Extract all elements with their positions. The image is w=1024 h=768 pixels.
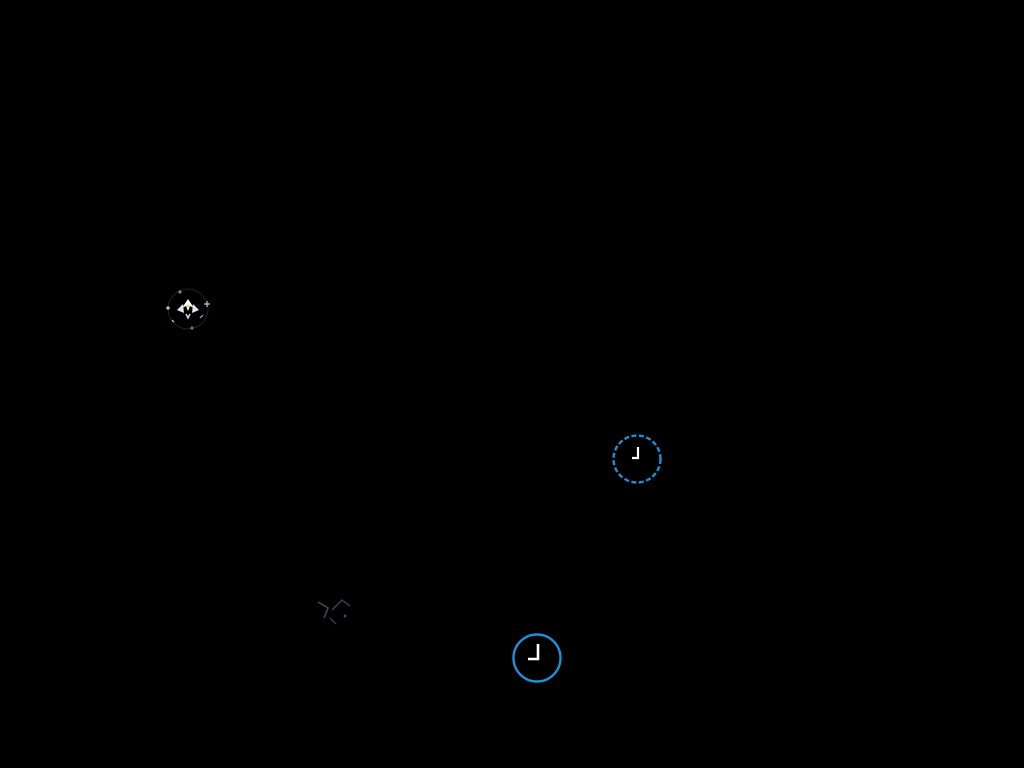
clock-icon[interactable] bbox=[611, 433, 663, 485]
sparkling-ship-icon bbox=[166, 288, 210, 330]
ship-sparkles bbox=[166, 288, 210, 330]
clock-rim bbox=[512, 633, 562, 683]
ship-body bbox=[177, 299, 199, 320]
clock-hands bbox=[632, 447, 640, 460]
clock-hands bbox=[528, 644, 540, 661]
clock-icon[interactable] bbox=[511, 632, 563, 684]
debris-icon bbox=[317, 598, 351, 625]
clock-rim bbox=[612, 434, 662, 484]
